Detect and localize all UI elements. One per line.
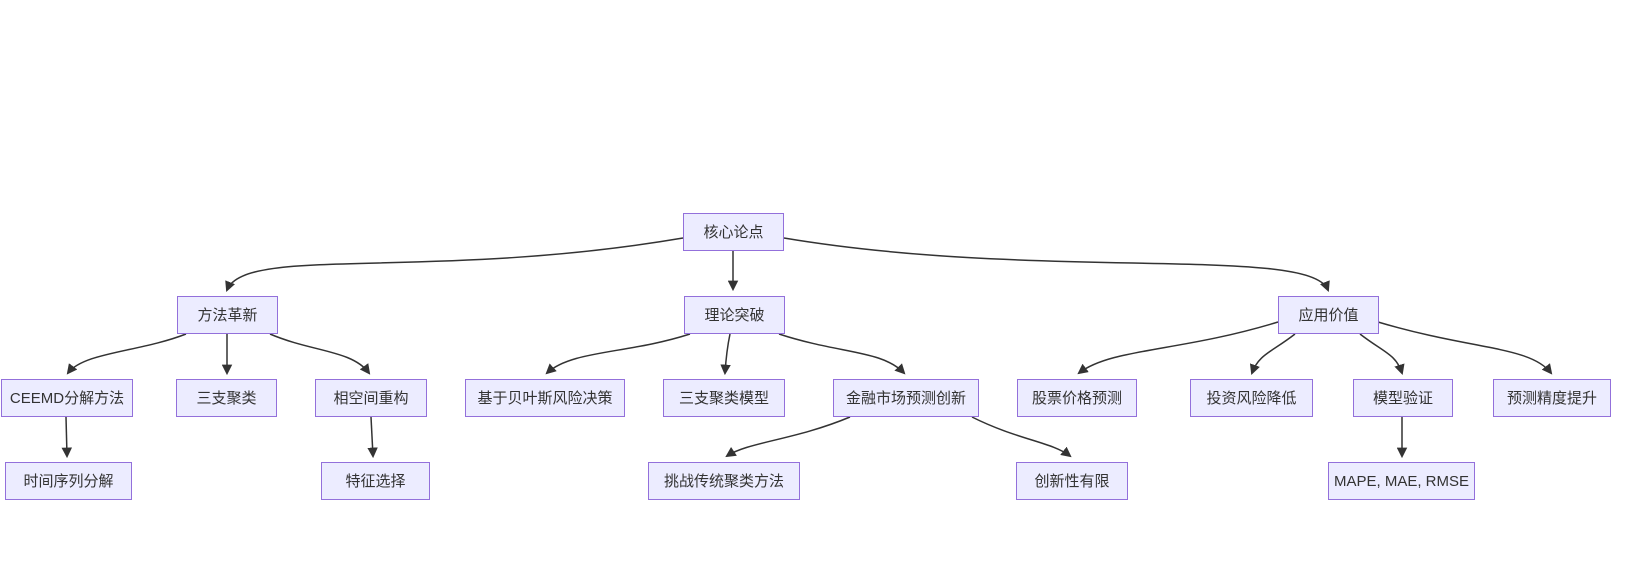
node-metrics: MAPE, MAE, RMSE [1328, 462, 1475, 500]
edge-phase-space-feature [367, 416, 378, 459]
edge-method-phase-space [269, 333, 371, 375]
edge-application-stock [1077, 321, 1279, 375]
node-bayes: 基于贝叶斯风险决策 [465, 379, 625, 417]
node-fin-market: 金融市场预测创新 [833, 379, 979, 417]
node-application: 应用价值 [1278, 296, 1379, 334]
node-theory: 理论突破 [684, 296, 785, 334]
edge-application-precision [1377, 321, 1553, 375]
node-challenge: 挑战传统聚类方法 [648, 462, 800, 500]
edge-ceemd-ts-decomp [61, 416, 73, 459]
node-method: 方法革新 [177, 296, 278, 334]
edge-application-risk [1249, 333, 1296, 375]
node-validation: 模型验证 [1353, 379, 1453, 417]
edge-method-ceemd [66, 333, 187, 375]
node-phase-space: 相空间重构 [315, 379, 427, 417]
edge-core-method [225, 237, 684, 292]
edge-application-validation [1359, 333, 1405, 376]
node-three-way: 三支聚类 [176, 379, 277, 417]
edge-fin-market-challenge [725, 416, 851, 458]
edge-theory-bayes [545, 333, 691, 375]
edge-theory-twc-model [720, 333, 731, 376]
edge-theory-fin-market [778, 333, 906, 375]
node-core: 核心论点 [683, 213, 784, 251]
node-ceemd: CEEMD分解方法 [1, 379, 133, 417]
node-twc-model: 三支聚类模型 [663, 379, 785, 417]
node-risk: 投资风险降低 [1190, 379, 1313, 417]
edge-core-application [783, 237, 1330, 292]
node-ts-decomp: 时间序列分解 [5, 462, 132, 500]
node-precision: 预测精度提升 [1493, 379, 1611, 417]
node-stock: 股票价格预测 [1017, 379, 1137, 417]
edge-fin-market-limited [971, 416, 1072, 458]
node-feature: 特征选择 [321, 462, 430, 500]
node-limited: 创新性有限 [1016, 462, 1128, 500]
